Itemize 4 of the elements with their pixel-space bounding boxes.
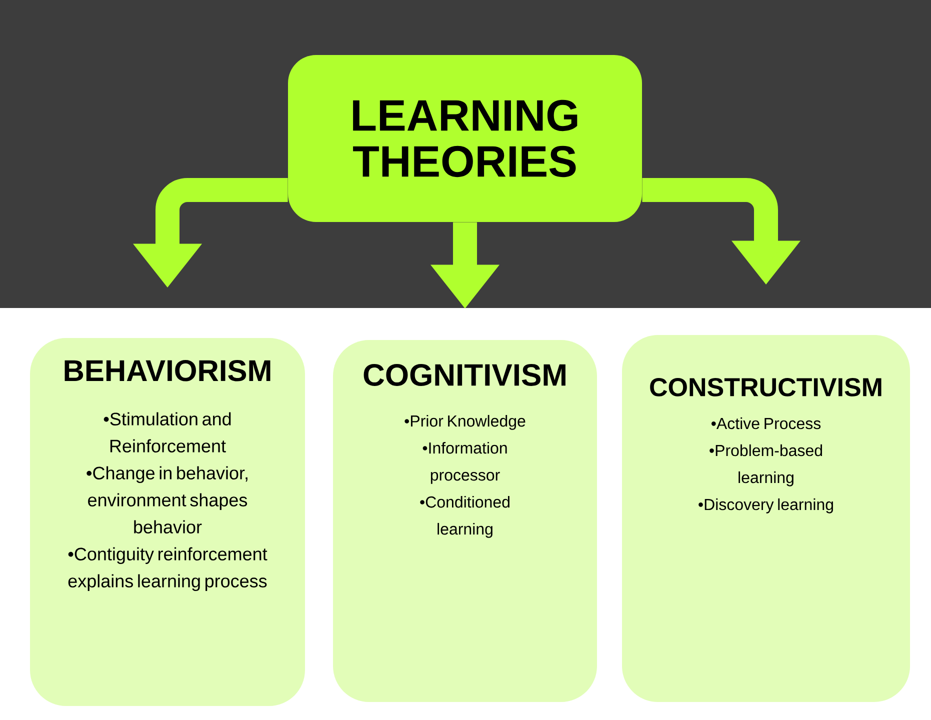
theory-card: COGNITIVISM •Prior Knowledge •Information processor •Conditioned learning xyxy=(333,340,597,702)
theory-card: CONSTRUCTIVISM •Active Process •Problem-based learning •Discovery learning xyxy=(622,335,910,702)
theory-card: BEHAVIORISM •Stimulation and Reinforcement •Change in behavior, environment shapes behavior •Contiguity reinforcement explains learning process xyxy=(30,338,305,706)
title-box: LEARNING THEORIES xyxy=(288,55,642,222)
